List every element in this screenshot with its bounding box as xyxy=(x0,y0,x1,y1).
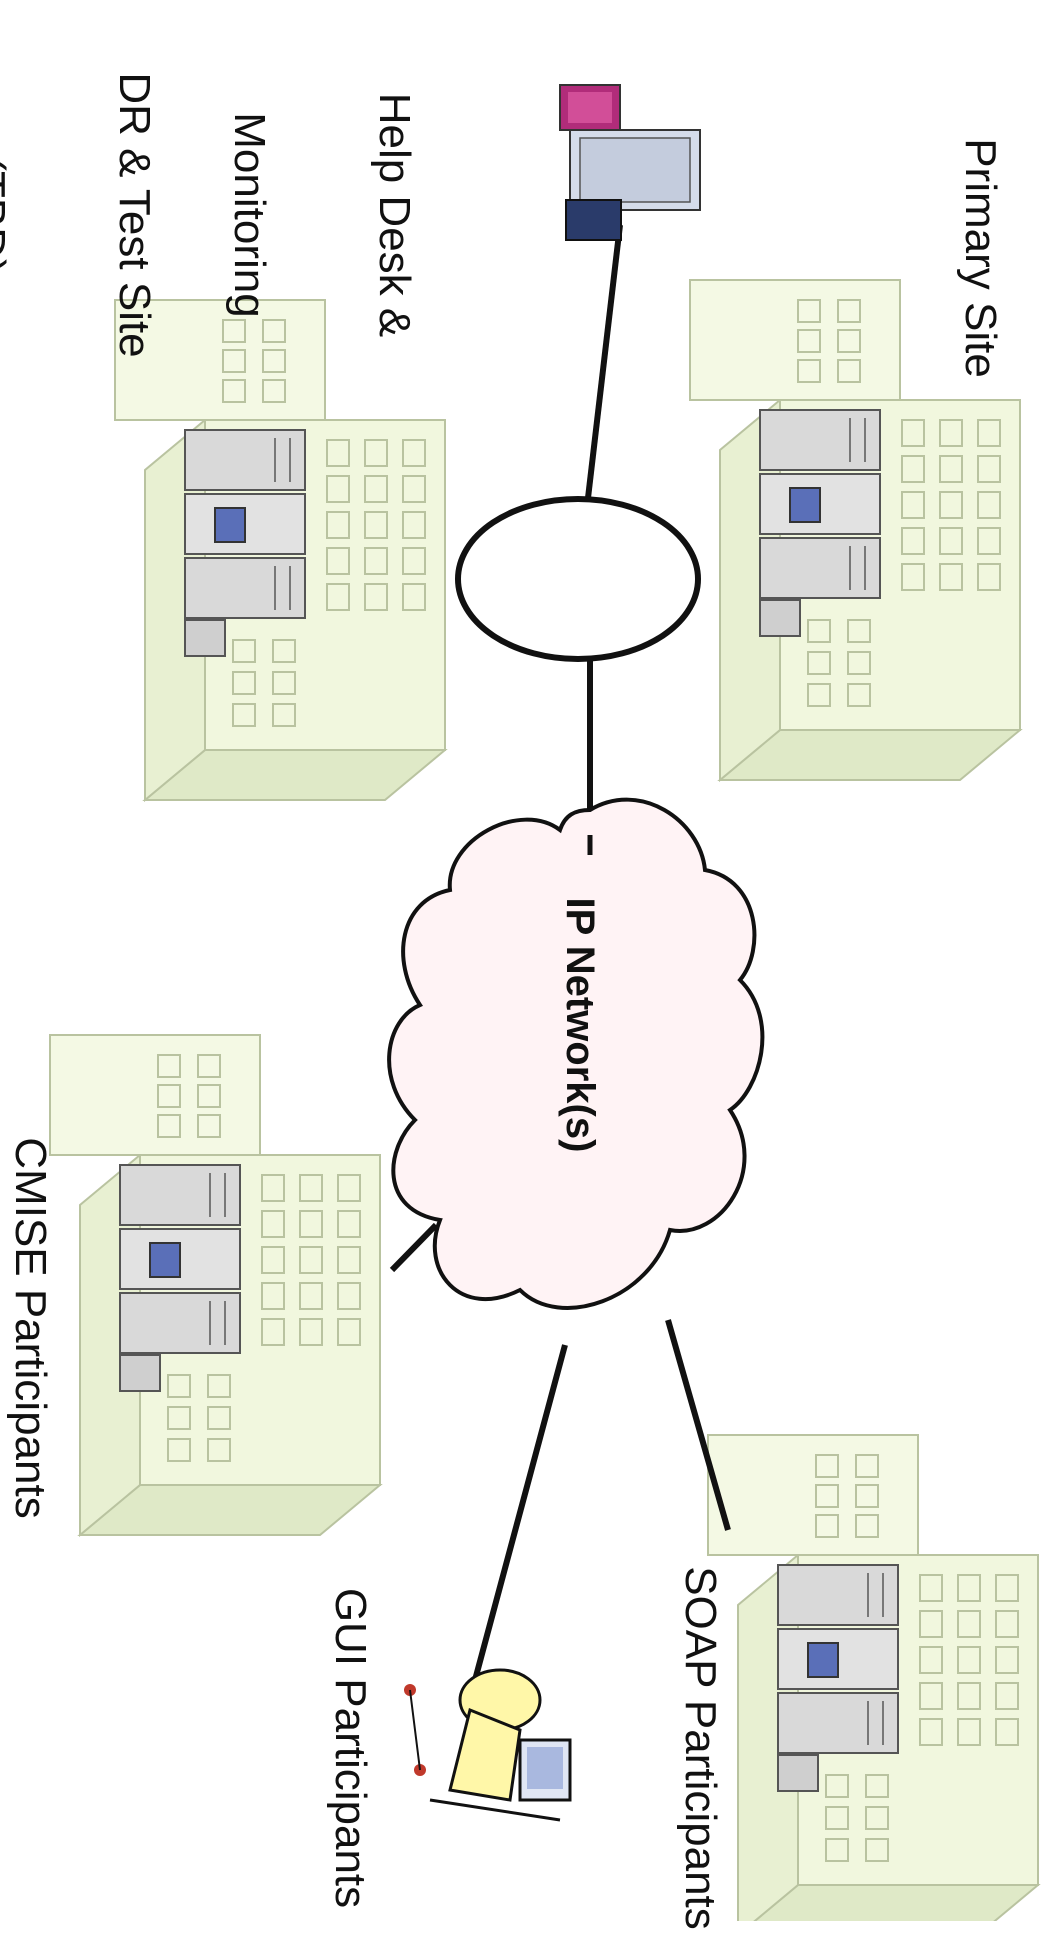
network-ring-icon xyxy=(455,496,701,662)
ip-network-label: IP Network(s) xyxy=(558,897,602,1153)
cmise-building-icon xyxy=(49,1034,381,1536)
primary-site-label: Primary Site xyxy=(956,138,1005,378)
soap-participants-label: SOAP Participants xyxy=(676,1566,725,1930)
gui-person-computer-icon xyxy=(404,1668,572,1822)
connection-lines xyxy=(389,224,731,1681)
cmise-participants-label: CMISE Participants xyxy=(6,1137,55,1519)
ip-network-cloud-icon xyxy=(387,797,765,1310)
cmise-link xyxy=(389,1222,439,1273)
soap-building-icon xyxy=(707,1434,1039,1936)
dr-test-site-label-line-1: DR & Test Site xyxy=(110,72,160,358)
gui-participants-label: GUI Participants xyxy=(326,1587,375,1909)
gui-link xyxy=(472,1344,568,1681)
dr-test-site-label: DR & Test Site (TBD) xyxy=(0,55,255,375)
help-desk-workstation-icon xyxy=(559,84,701,241)
dr-test-site-building-icon xyxy=(114,299,446,801)
help-desk-monitoring-label: Help Desk & Monitoring xyxy=(225,75,515,355)
soap-link xyxy=(665,1319,731,1531)
dr-test-site-label-line-2: (TBD) xyxy=(0,156,15,274)
help-desk-label-line-1: Help Desk & xyxy=(370,92,420,338)
help-desk-link xyxy=(585,224,623,499)
